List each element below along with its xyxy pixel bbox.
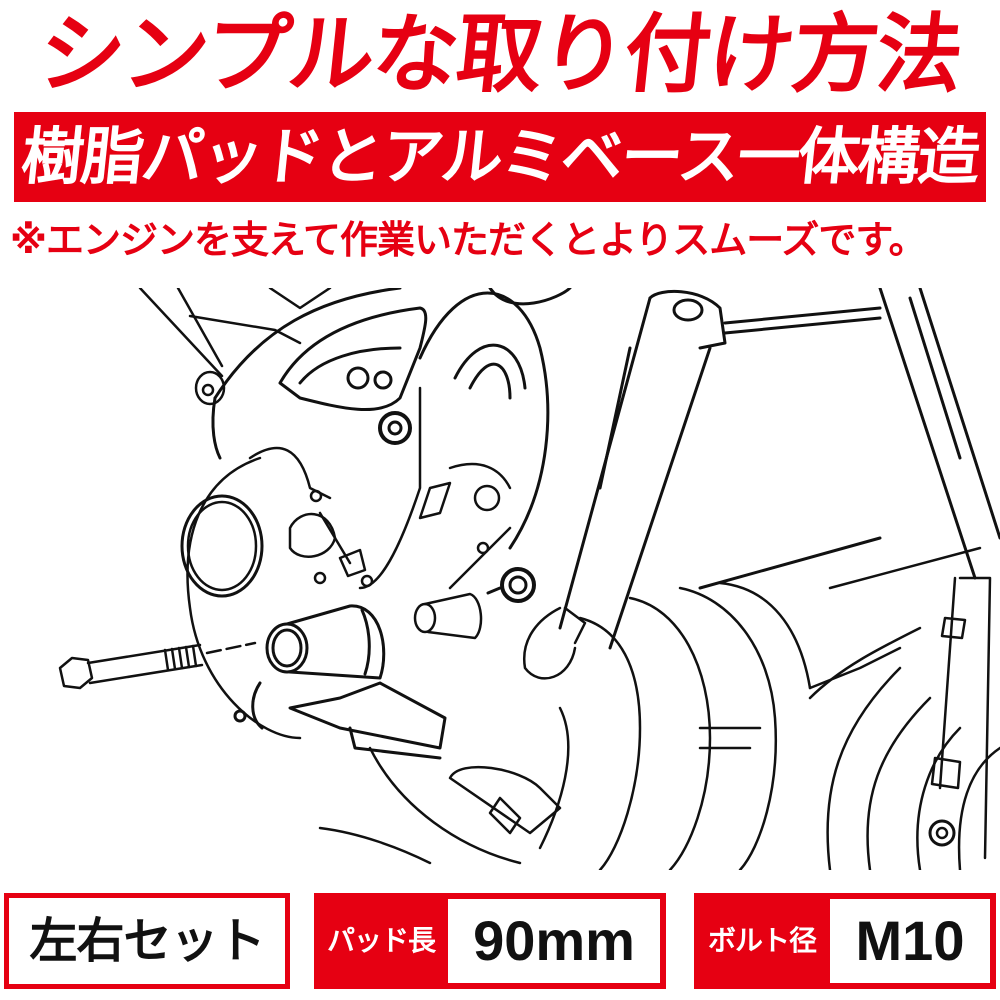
spec-bolt-diameter-valbox: M10: [830, 899, 990, 983]
frame-icon: [138, 288, 332, 406]
spec-left-right-set: 左右セット: [4, 893, 290, 989]
feature-banner: 樹脂パッドとアルミベース一体構造: [14, 112, 986, 202]
spec-pad-length: パッド長 90mm: [314, 893, 666, 989]
installation-note: ※エンジンを支えて作業いただくとよりスムーズです。: [10, 218, 927, 262]
hex-bolt-icon: [58, 641, 257, 690]
aluminum-base-icon: [233, 681, 447, 760]
installation-illustration: [0, 288, 1000, 870]
headline-title: シンプルな取り付け方法: [34, 5, 966, 105]
spacer-icon: [413, 592, 483, 640]
spec-set-value: 左右セット: [29, 913, 265, 969]
spec-pad-length-valbox: 90mm: [448, 899, 660, 983]
spec-pad-length-label: パッド長: [326, 924, 436, 957]
spec-pad-length-value: 90mm: [473, 909, 635, 972]
spec-bolt-diameter-label: ボルト径: [707, 924, 817, 957]
feature-banner-text: 樹脂パッドとアルミベース一体構造: [18, 120, 983, 193]
spec-bolt-diameter-value: M10: [855, 909, 965, 972]
resin-pad-icon: [265, 604, 386, 680]
spec-bolt-diameter: ボルト径 M10: [694, 893, 996, 989]
